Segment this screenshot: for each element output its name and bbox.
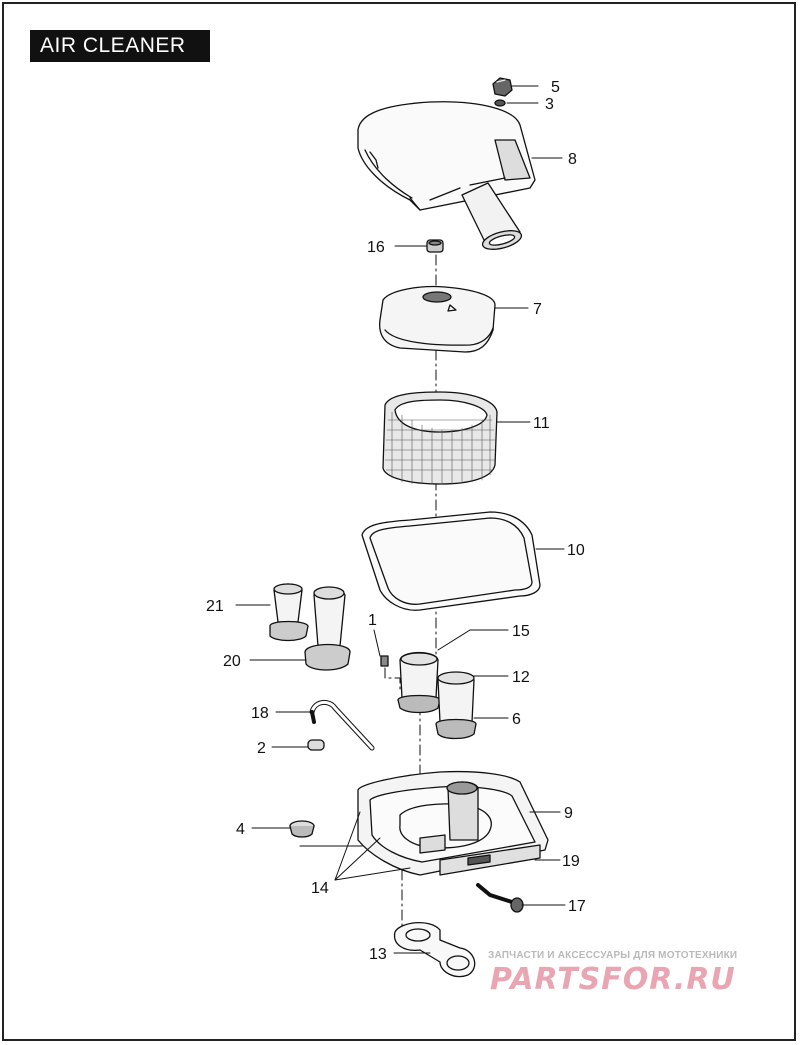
watermark-tagline: ЗАПЧАСТИ И АКСЕССУАРЫ ДЛЯ МОТОТЕХНИКИ	[488, 950, 738, 961]
part-3-washer	[494, 99, 506, 107]
callout-15: 15	[512, 623, 530, 640]
part-20-velocity-stack	[304, 586, 351, 671]
part-18-breather-hose	[309, 700, 375, 751]
callout-5: 5	[551, 79, 560, 96]
part-12-breather	[435, 671, 477, 740]
callout-labels: 5 3 8 16 7 11 10 21 1 15 20 12 18 6 2 9 …	[206, 79, 586, 963]
callout-9: 9	[564, 805, 573, 822]
part-11-filter-element	[382, 391, 498, 485]
callout-20: 20	[223, 653, 241, 670]
callout-12: 12	[512, 669, 530, 686]
callout-19: 19	[562, 853, 580, 870]
part-13-gasket	[393, 922, 476, 978]
part-10-gasket	[361, 511, 541, 611]
callout-11: 11	[533, 415, 550, 432]
callout-1: 1	[368, 612, 377, 629]
callout-14: 14	[311, 880, 329, 897]
part-1-screw	[380, 655, 389, 667]
callout-8: 8	[568, 151, 577, 168]
part-15-breather	[397, 651, 441, 714]
callout-10: 10	[567, 542, 585, 559]
part-16-grommet	[426, 239, 444, 253]
part-9-backing-plate	[357, 770, 549, 876]
callout-3: 3	[545, 96, 554, 113]
part-5-screw	[492, 77, 513, 97]
callout-16: 16	[367, 239, 385, 256]
part-8-outer-cover	[357, 101, 536, 250]
part-4-plug	[289, 820, 315, 838]
part-7-inner-cover	[379, 285, 496, 353]
watermark-logo: PARTSFOR.RU	[490, 962, 736, 997]
leader-lines	[235, 85, 566, 954]
part-17-breather-tube	[476, 883, 524, 913]
callout-4: 4	[236, 821, 245, 838]
callout-18: 18	[251, 705, 269, 722]
callout-13: 13	[369, 946, 387, 963]
callout-7: 7	[533, 301, 542, 318]
part-21-velocity-stack	[269, 583, 309, 642]
part-2-clamp	[307, 739, 325, 751]
callout-2: 2	[257, 740, 266, 757]
diagram-title: AIR CLEANER	[30, 30, 210, 62]
callout-21: 21	[206, 598, 224, 615]
callout-6: 6	[512, 711, 521, 728]
callout-17: 17	[568, 898, 586, 915]
